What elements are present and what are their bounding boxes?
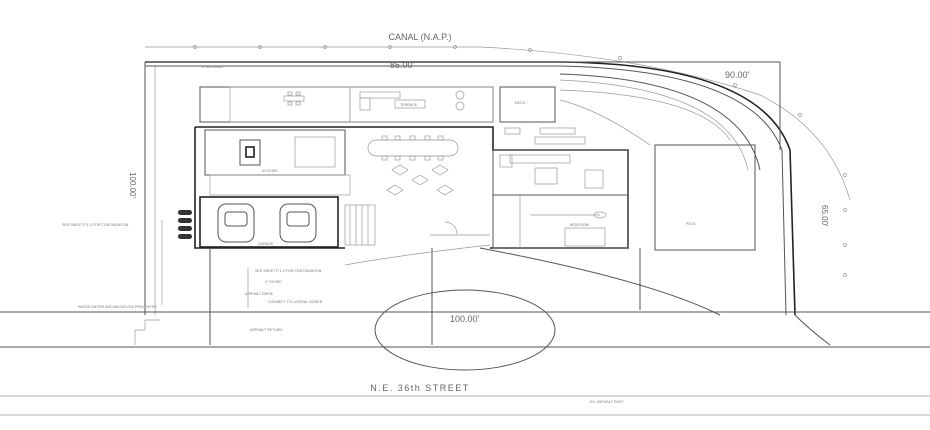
canal-label: CANAL (N.A.P.) xyxy=(388,32,451,42)
note-see-sheet-left: SEE SHEET P-1.0 FOR CONTINUATION xyxy=(62,223,129,227)
site-lines xyxy=(0,220,930,416)
note-asphalt-drive: ASPHALT DRIVE xyxy=(245,292,274,296)
bedroom-label: BEDROOM xyxy=(570,223,589,227)
dimension-right: 65.00' xyxy=(820,205,829,227)
main-house xyxy=(194,126,629,249)
dimension-bottom: 100.00' xyxy=(450,314,480,324)
note-connect-sewer: CONNECT TO LATERAL SEWER xyxy=(268,300,323,304)
garage xyxy=(178,196,339,248)
dimension-top: 85.00' xyxy=(390,60,415,70)
note-ex-asphalt: EX. ASPHALT PVMT xyxy=(590,400,624,404)
note-sched: 4" SCHED xyxy=(265,280,282,284)
note-asphalt-return: ASPHALT RETURN xyxy=(250,328,282,332)
note-water-meter: WATER METER AND BACKFLOW PREVENTER xyxy=(78,305,157,309)
upper-wing xyxy=(199,86,556,123)
pool-deck-curves xyxy=(559,73,761,251)
note-see-sheet-mid: SEE SHEET P-1.0 FOR CONTINUATION xyxy=(255,269,322,273)
dimension-arc: 90.00' xyxy=(725,70,750,80)
seawall-note: 8' SEA WALL xyxy=(202,65,223,69)
street-label: N.E. 36th STREET xyxy=(370,383,470,393)
deck-label: DECK xyxy=(515,101,526,105)
garage-label: GARAGE xyxy=(258,242,274,246)
dimension-left: 100.00' xyxy=(128,172,137,198)
terrace-label: TERRACE xyxy=(400,103,418,107)
kitchen-label: KITCHEN xyxy=(262,169,278,173)
property-boundary xyxy=(144,61,796,316)
top-dimension-line xyxy=(145,45,851,277)
pool-label: POOL xyxy=(686,222,696,226)
